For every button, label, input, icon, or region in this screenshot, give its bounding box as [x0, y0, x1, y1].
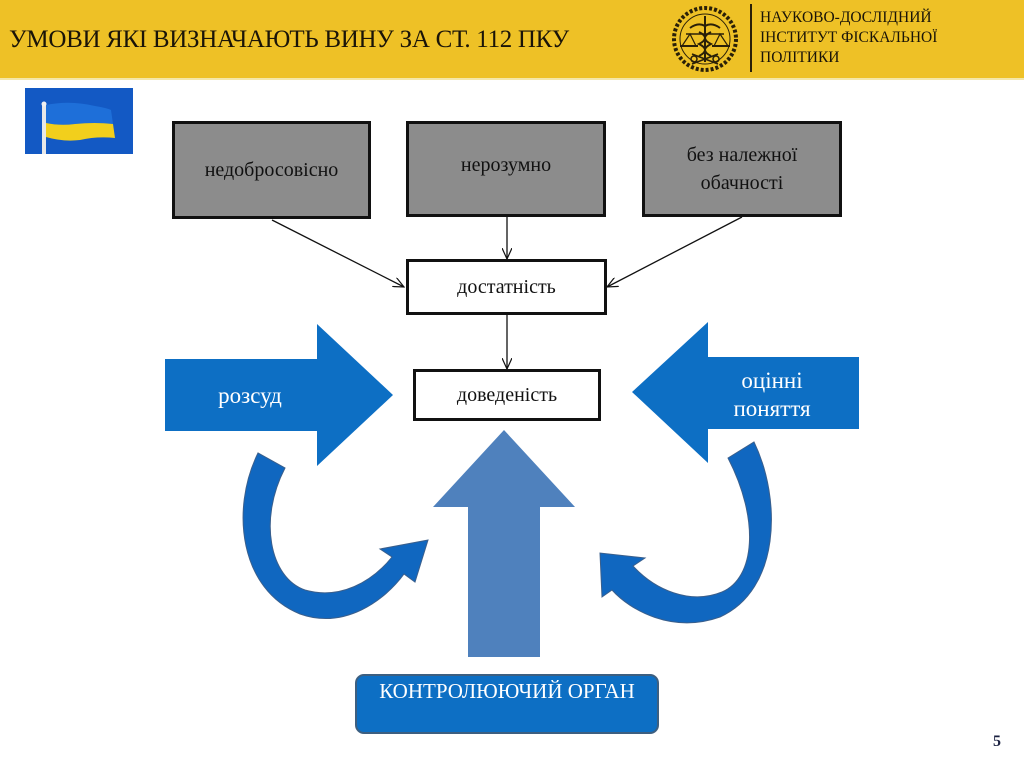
sufficiency-box: достатність [406, 259, 607, 315]
left-block-arrow [165, 324, 393, 466]
ukraine-flag-icon [25, 88, 133, 154]
condition-box-unreasonable: нерозумно [406, 121, 606, 217]
page-number: 5 [993, 733, 1001, 750]
header-bar: УМОВИ ЯКІ ВИЗНАЧАЮТЬ ВИНУ ЗА СТ. 112 ПКУ… [0, 0, 1024, 80]
up-block-arrow [433, 430, 575, 657]
slide-title: УМОВИ ЯКІ ВИЗНАЧАЮТЬ ВИНУ ЗА СТ. 112 ПКУ [9, 26, 569, 53]
evaluative-concepts-label: оцінні поняття [733, 368, 811, 421]
condition-box-label: нерозумно [460, 154, 552, 176]
institute-name-line: ПОЛІТИКИ [760, 49, 840, 66]
control-body-box: КОНТРОЛЮЮЧИЙ ОРГАН [355, 674, 659, 734]
provenness-box: доведеність [413, 369, 601, 421]
connector-arrow [607, 216, 743, 287]
header-divider [750, 4, 752, 72]
sufficiency-label: достатність [457, 275, 556, 298]
institute-name-line: ІНСТИТУТ ФІСКАЛЬНОЇ [760, 29, 938, 46]
curved-arrow-left [242, 452, 429, 619]
discretion-label: розсуд [218, 383, 282, 408]
institute-name-line: НАУКОВО-ДОСЛІДНИЙ [760, 9, 932, 26]
condition-box-label: без належної обачності [686, 144, 798, 194]
condition-box-without-due-care: без належної обачності [642, 121, 842, 217]
control-body-label: КОНТРОЛЮЮЧИЙ ОРГАН [379, 679, 635, 703]
condition-box-label: недобросовісно [204, 159, 339, 181]
provenness-label: доведеність [456, 383, 558, 406]
curved-arrow-right [599, 441, 772, 624]
connector-arrow [271, 219, 404, 287]
condition-box-bad-faith: недобросовісно [172, 121, 371, 219]
institute-name: НАУКОВО-ДОСЛІДНИЙ ІНСТИТУТ ФІСКАЛЬНОЇ ПО… [760, 8, 937, 68]
institute-emblem-icon [672, 6, 738, 72]
right-block-arrow [632, 322, 859, 463]
